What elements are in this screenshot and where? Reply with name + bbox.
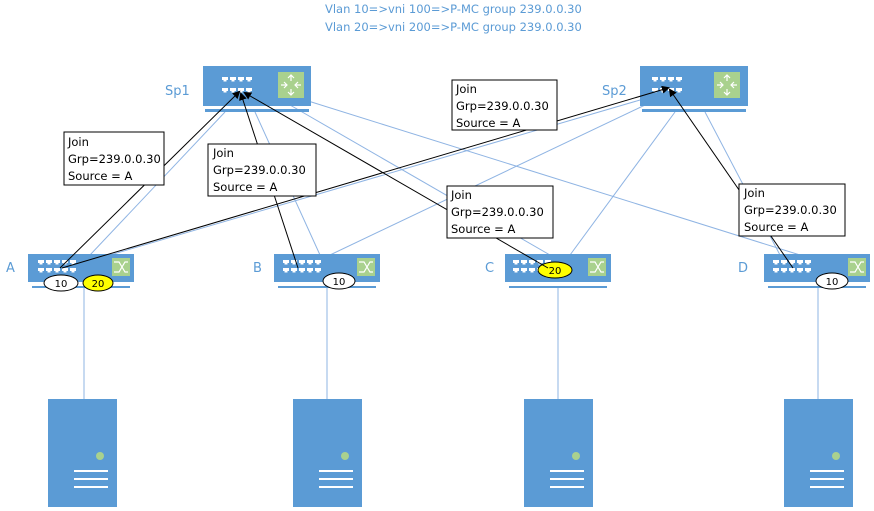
svg-text:20: 20: [92, 279, 105, 290]
leaf-label: B: [253, 261, 262, 276]
join-arrow-a-sp2: [61, 85, 670, 269]
caption-vlan10: Vlan 10=>vni 100=>P-MC group 239.0.0.30: [325, 2, 582, 16]
svg-text:20: 20: [549, 266, 562, 277]
svg-text:10: 10: [55, 279, 68, 290]
switch-base: [32, 286, 130, 288]
svg-text:Grp=239.0.0.30: Grp=239.0.0.30: [451, 205, 544, 219]
server-vents-icon: [550, 470, 584, 488]
server-d[interactable]: [784, 399, 853, 507]
join-box-d-sp2: Join Grp=239.0.0.30 Source = A: [738, 183, 846, 237]
server-led-icon: [572, 452, 580, 460]
svg-text:Source = A: Source = A: [451, 222, 515, 236]
switch-base: [768, 286, 866, 288]
server-led-icon: [832, 452, 840, 460]
l2-switch-icon: [357, 258, 375, 276]
spine-sp1[interactable]: Sp1: [165, 66, 311, 112]
leaf-c[interactable]: C 20: [485, 254, 611, 288]
switch-base: [278, 286, 376, 288]
join-box-c-sp1: Join Grp=239.0.0.30 Source = A: [446, 185, 554, 239]
svg-text:Join: Join: [455, 82, 477, 96]
server-body: [524, 399, 593, 507]
svg-text:Grp=239.0.0.30: Grp=239.0.0.30: [744, 203, 837, 217]
vlan-badge-10: 10: [322, 272, 356, 290]
join-box-a-sp2: Join Grp=239.0.0.30 Source = A: [451, 79, 558, 131]
svg-text:Join: Join: [743, 186, 765, 200]
server-vents-icon: [319, 470, 353, 488]
join-arrows: [59, 85, 794, 269]
join-arrow-d-sp2: [668, 88, 794, 269]
server-body: [48, 399, 117, 507]
link-sp2-c: [569, 111, 676, 256]
spine-sp2[interactable]: Sp2: [602, 66, 748, 112]
svg-text:Source = A: Source = A: [68, 169, 132, 183]
l2-switch-icon: [588, 258, 606, 276]
svg-text:Source = A: Source = A: [744, 220, 808, 234]
leaf-label: A: [6, 261, 15, 276]
l2-switch-icon: [848, 258, 866, 276]
link-sp1-d: [304, 99, 801, 256]
router-icon: [714, 72, 740, 98]
leaf-a[interactable]: A 10 20: [6, 254, 134, 292]
link-sp2-a: [109, 99, 641, 256]
svg-text:Grp=239.0.0.30: Grp=239.0.0.30: [456, 99, 549, 113]
leaf-label: C: [485, 261, 494, 276]
server-body: [784, 399, 853, 507]
vlan-badge-10: 10: [815, 272, 849, 290]
join-box-a-sp1: Join Grp=239.0.0.30 Source = A: [63, 131, 165, 186]
svg-text:10: 10: [826, 277, 839, 288]
server-vents-icon: [74, 470, 108, 488]
svg-text:10: 10: [333, 277, 346, 288]
vlan-badge-10: 10: [43, 274, 79, 292]
vlan-badge-20: 20: [537, 261, 573, 279]
svg-text:Join: Join: [450, 188, 472, 202]
leaf-d[interactable]: D 10: [738, 254, 870, 290]
router-icon: [278, 72, 304, 98]
svg-text:Grp=239.0.0.30: Grp=239.0.0.30: [213, 163, 306, 177]
server-b[interactable]: [293, 399, 362, 507]
vlan-badge-20: 20: [82, 274, 114, 292]
leaf-b[interactable]: B 10: [253, 254, 380, 290]
server-c[interactable]: [524, 399, 593, 507]
join-box-b-sp1: Join Grp=239.0.0.30 Source = A: [207, 143, 317, 197]
server-led-icon: [341, 452, 349, 460]
server-vents-icon: [810, 470, 844, 488]
l2-switch-icon: [112, 258, 130, 276]
svg-text:Grp=239.0.0.30: Grp=239.0.0.30: [68, 152, 161, 166]
leaf-label: D: [738, 261, 748, 276]
caption-vlan20: Vlan 20=>vni 200=>P-MC group 239.0.0.30: [325, 20, 582, 34]
switch-base: [205, 109, 309, 112]
spine-label: Sp2: [602, 84, 627, 99]
svg-text:Join: Join: [67, 135, 89, 149]
switch-base: [642, 109, 746, 112]
link-sp2-b: [329, 104, 646, 256]
switch-base: [509, 286, 607, 288]
svg-text:Source = A: Source = A: [213, 180, 277, 194]
server-body: [293, 399, 362, 507]
server-a[interactable]: [48, 399, 117, 507]
svg-text:Join: Join: [212, 146, 234, 160]
server-led-icon: [96, 452, 104, 460]
svg-text:Source = A: Source = A: [456, 116, 520, 130]
spine-label: Sp1: [165, 84, 190, 99]
join-arrow-c-sp1: [243, 91, 549, 269]
